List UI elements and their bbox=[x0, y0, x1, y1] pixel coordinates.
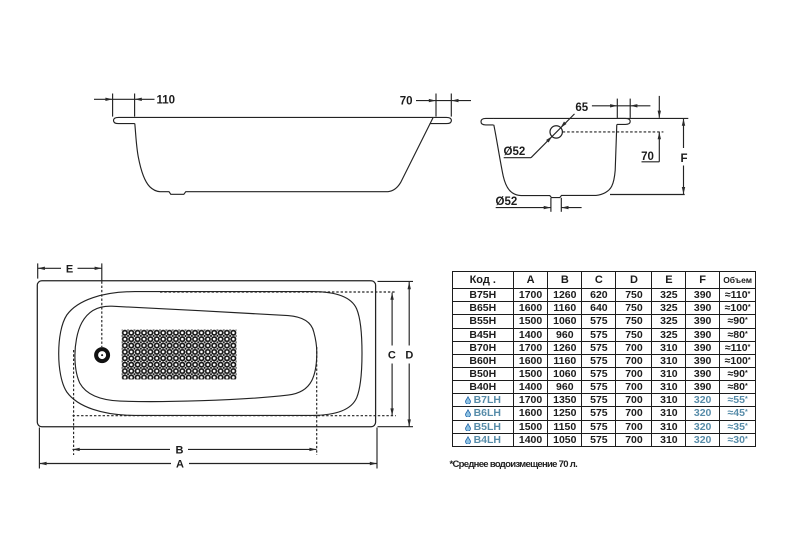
svg-text:B: B bbox=[176, 444, 184, 456]
svg-text:F: F bbox=[680, 153, 687, 165]
svg-text:Ø52: Ø52 bbox=[496, 196, 518, 208]
svg-text:Ø52: Ø52 bbox=[504, 146, 526, 158]
svg-text:70: 70 bbox=[641, 151, 654, 163]
svg-text:E: E bbox=[66, 263, 73, 275]
svg-text:65: 65 bbox=[575, 102, 588, 114]
svg-text:A: A bbox=[176, 458, 184, 470]
svg-text:C: C bbox=[388, 350, 396, 362]
svg-text:70: 70 bbox=[400, 96, 413, 108]
svg-text:D: D bbox=[405, 350, 413, 362]
svg-text:110: 110 bbox=[157, 94, 176, 106]
